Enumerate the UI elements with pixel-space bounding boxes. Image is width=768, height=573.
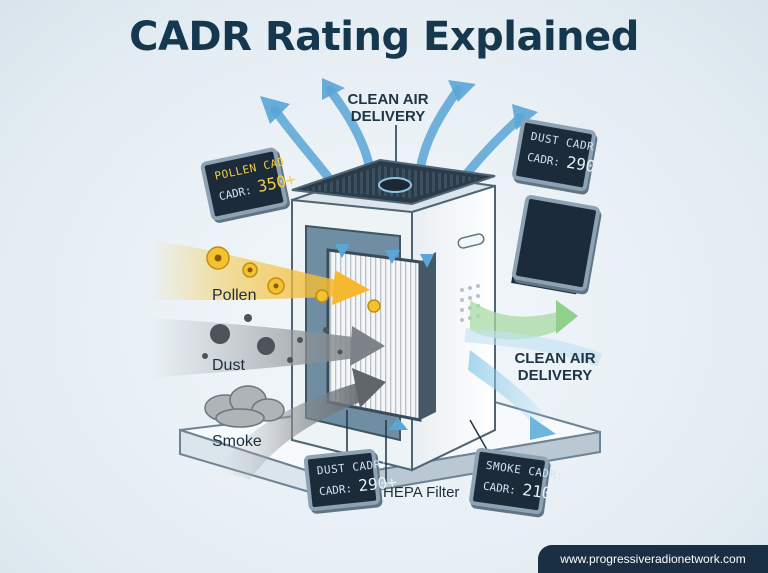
hepa-filter-label: HEPA Filter	[383, 484, 460, 501]
dust-particles	[202, 314, 343, 363]
clean-air-label-right: CLEAN AIR DELIVERY	[514, 350, 596, 384]
clean-air-right-stream	[470, 300, 565, 340]
dust-cadr-prefix-top: CADR:	[526, 150, 562, 170]
chart-display	[511, 194, 601, 292]
website-footer[interactable]: www.progressiveradionetwork.com	[538, 545, 768, 573]
dust-cadr-display-bottom: DUST CADR: CADR: 290+	[303, 448, 398, 512]
dust-label: Dust	[212, 357, 245, 374]
smoke-cadr-prefix: CADR:	[482, 479, 517, 497]
clean-air-label-top: CLEAN AIR DELIVERY	[347, 91, 429, 125]
smoke-cadr-value: 210+	[521, 480, 563, 505]
dust-cadr-title-bottom: DUST CADR:	[316, 457, 389, 478]
page-title: CADR Rating Explained	[129, 14, 639, 60]
smoke-stream	[220, 382, 366, 480]
smoke-cadr-display: SMOKE CADR: CADR: 210+	[468, 447, 564, 515]
smoke-cloud	[204, 385, 285, 428]
pollen-label: Pollen	[212, 287, 257, 304]
pollen-cadr-prefix: CADR:	[217, 183, 253, 204]
smoke-label: Smoke	[212, 433, 262, 450]
dust-cadr-prefix-bottom: CADR:	[318, 482, 353, 499]
dust-cadr-display-top: DUST CADR: CADR: 290+	[511, 117, 606, 193]
dust-stream	[150, 318, 360, 378]
dust-cadr-value-bottom: 290+	[357, 472, 398, 496]
